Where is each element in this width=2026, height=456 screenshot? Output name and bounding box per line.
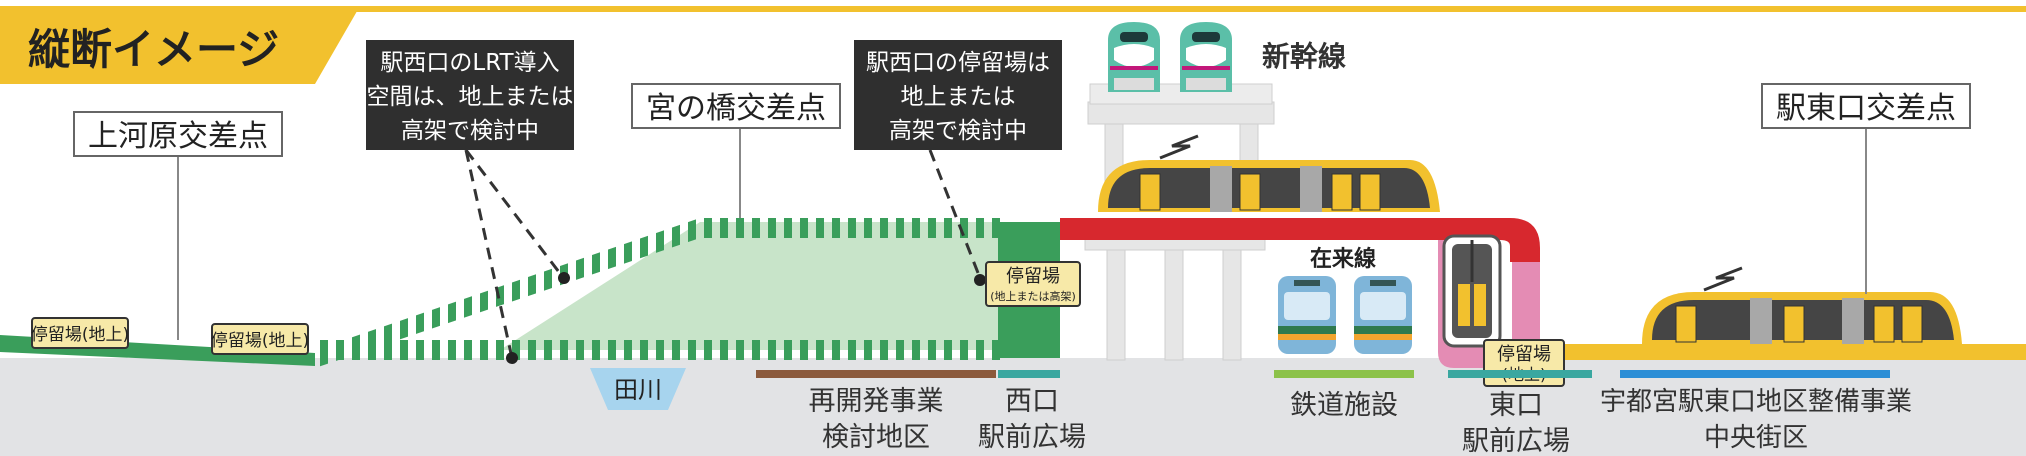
top-accent-line bbox=[0, 6, 2026, 12]
shinkansen-deck bbox=[1087, 101, 1275, 125]
eki-higashi-label-box bbox=[1761, 83, 1971, 129]
shinkansen-train-icon bbox=[1108, 22, 1160, 92]
miyanohashi-label: 宮の橋交差点 bbox=[646, 91, 826, 126]
stop-tag-west-sub: (地上または高架) bbox=[990, 289, 1076, 303]
tagawa-river-icon bbox=[590, 368, 686, 410]
lrt-train-east-icon bbox=[1642, 266, 1962, 344]
kamikawara-label: 上河原交差点 bbox=[88, 119, 268, 154]
lrt-elevated-track bbox=[1060, 218, 1540, 262]
district-bar-redevelop bbox=[756, 370, 996, 378]
track-ramp-upper bbox=[315, 218, 700, 368]
zairaisen-label: 在来線 bbox=[1310, 246, 1376, 272]
district-redevelop-line1: 再開発事業 bbox=[809, 386, 944, 417]
callout-lrt-space-line3: 高架で検討中 bbox=[401, 118, 539, 144]
district-utsunomiya-line1: 宇都宮駅東口地区整備事業 bbox=[1600, 387, 1912, 417]
track-ground-east bbox=[1540, 344, 2026, 360]
header-tab bbox=[0, 6, 360, 84]
kamikawara-label-box bbox=[73, 111, 283, 157]
track-ground-dashed bbox=[315, 340, 1000, 360]
callout-stop-west-line2: 地上または bbox=[901, 84, 1016, 110]
district-east-plaza-line2: 駅前広場 bbox=[1462, 426, 1570, 456]
district-bar-west-plaza bbox=[998, 370, 1060, 378]
district-bar-east-plaza bbox=[1448, 370, 1592, 378]
stop-tag-ground-1-text: 停留場(地上) bbox=[31, 325, 129, 345]
district-bar-railway bbox=[1274, 370, 1414, 378]
conventional-train-icon bbox=[1354, 276, 1412, 354]
conventional-train-icon bbox=[1278, 276, 1336, 354]
miyanohashi-label-box bbox=[631, 83, 841, 129]
shinkansen-train-icon bbox=[1180, 22, 1232, 92]
callout-stop-west-line1: 駅西口の停留場は bbox=[866, 50, 1050, 76]
callout-lrt-space-line2: 空間は、地上または bbox=[367, 84, 574, 110]
district-west-plaza-line2: 駅前広場 bbox=[978, 422, 1086, 453]
viaduct-pillar bbox=[1164, 237, 1184, 361]
district-bar-utsunomiya bbox=[1620, 370, 1890, 378]
stop-tag-ground-1 bbox=[31, 317, 129, 349]
stop-tag-west-text: 停留場 bbox=[1006, 266, 1060, 287]
lrt-train-elevated-icon bbox=[1098, 134, 1440, 212]
callout-lrt-space-line1: 駅西口のLRT導入 bbox=[380, 50, 559, 76]
callout-lrt-space-box bbox=[366, 40, 574, 150]
tagawa-label: 田川 bbox=[614, 376, 662, 404]
header-title: 縦断イメージ bbox=[28, 25, 279, 74]
stop-tag-ground-2 bbox=[211, 323, 309, 355]
stop-tag-east-line1: 停留場 bbox=[1497, 344, 1551, 365]
district-railway-label: 鉄道施設 bbox=[1290, 390, 1398, 421]
track-elevated-dashed bbox=[700, 218, 1000, 238]
viaduct-pillar bbox=[1222, 237, 1242, 361]
stop-tag-west bbox=[985, 261, 1081, 307]
district-east-plaza-line1: 東口 bbox=[1489, 390, 1543, 421]
stop-tag-ground-2-text: 停留場(地上) bbox=[211, 331, 309, 351]
callout-stop-west-box bbox=[854, 40, 1062, 150]
callout-stop-west-line3: 高架で検討中 bbox=[889, 118, 1027, 144]
viaduct-pillar bbox=[1106, 237, 1126, 361]
eki-higashi-label: 駅東口交差点 bbox=[1776, 91, 1956, 126]
district-redevelop-line2: 検討地区 bbox=[822, 422, 930, 453]
shinkansen-label: 新幹線 bbox=[1262, 40, 1346, 73]
district-utsunomiya-line2: 中央街区 bbox=[1704, 423, 1808, 453]
district-west-plaza-line1: 西口 bbox=[1005, 386, 1059, 417]
elevated-zone-fill bbox=[500, 222, 998, 350]
lrt-vertical-icon bbox=[1442, 234, 1502, 348]
